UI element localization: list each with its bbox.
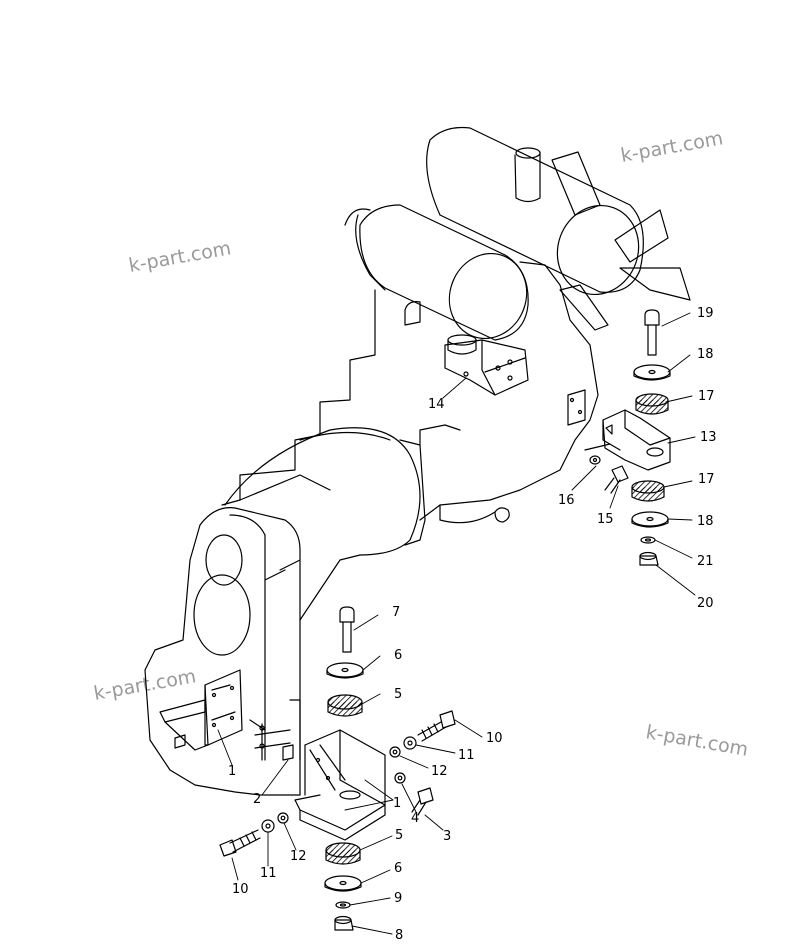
rubber-mount-17-lower	[631, 480, 665, 502]
callout-7: 7	[392, 605, 400, 620]
washer-16	[589, 455, 601, 465]
pin-2	[282, 744, 294, 761]
callout-4: 4	[411, 811, 419, 826]
callout-18-lower: 18	[697, 514, 714, 529]
callout-21: 21	[697, 554, 714, 569]
bolt-19	[644, 309, 660, 356]
callout-6-lower: 6	[394, 861, 402, 876]
rubber-mount-17-upper	[635, 393, 669, 415]
callout-labels: 19 18 17 13 17 18 21 20 16 15 14 7 6 5 1…	[228, 306, 717, 943]
callout-8: 8	[395, 928, 403, 943]
callout-17-lower: 17	[698, 472, 715, 487]
washer-12-left	[277, 812, 289, 824]
bolt-3	[411, 787, 434, 816]
callout-5-lower: 5	[395, 828, 403, 843]
callout-11-right: 11	[458, 748, 475, 763]
washer-6-lower	[324, 875, 362, 892]
bolt-15	[604, 465, 629, 494]
watermark-left: k-part.com	[127, 237, 233, 277]
rear-bracket-14	[444, 334, 529, 396]
washer-11-right	[403, 736, 417, 750]
callout-10-left: 10	[232, 882, 249, 897]
callout-16: 16	[558, 493, 575, 508]
front-bracket-center-1	[294, 729, 386, 841]
muffler	[426, 126, 644, 296]
bolt-10-left	[219, 829, 261, 857]
washer-18-upper	[633, 364, 671, 381]
washer-18-lower	[631, 511, 669, 528]
callout-3: 3	[443, 829, 451, 844]
leader-lines	[217, 312, 696, 935]
callout-15: 15	[597, 512, 614, 527]
rubber-mount-5-upper	[327, 694, 363, 717]
callout-1-center: 1	[393, 796, 401, 811]
callout-13: 13	[700, 430, 717, 445]
washer-6-upper	[326, 662, 364, 679]
callout-11-left: 11	[260, 866, 277, 881]
callout-9: 9	[394, 891, 402, 906]
washer-12-right	[389, 746, 401, 758]
front-bracket-left-1	[159, 669, 243, 751]
flywheel-housing	[224, 427, 421, 556]
watermark-lower-right: k-part.com	[644, 721, 750, 761]
callout-1-left: 1	[228, 764, 236, 779]
transmission-case	[144, 507, 361, 796]
watermark-top-right: k-part.com	[619, 127, 725, 167]
callout-19: 19	[697, 306, 714, 321]
callout-20: 20	[697, 596, 714, 611]
callout-17-upper: 17	[698, 389, 715, 404]
callout-12-left: 12	[290, 849, 307, 864]
callout-5-upper: 5	[394, 687, 402, 702]
washer-9	[335, 901, 351, 909]
callout-18-upper: 18	[697, 347, 714, 362]
bracket-13	[584, 409, 671, 471]
callout-14: 14	[428, 397, 445, 412]
nut-8	[334, 915, 354, 931]
bolt-7	[339, 606, 355, 653]
engine-block	[221, 261, 599, 546]
callout-10-right: 10	[486, 731, 503, 746]
callout-2: 2	[253, 792, 261, 807]
washer-11-left	[261, 819, 275, 833]
washer-21	[640, 536, 656, 544]
rubber-mount-5-lower	[325, 842, 361, 865]
callout-6-upper: 6	[394, 648, 402, 663]
air-cleaner	[344, 204, 529, 341]
washer-4	[394, 772, 406, 784]
nut-20	[639, 551, 659, 566]
callout-12-right: 12	[431, 764, 448, 779]
fan-blades	[551, 151, 691, 331]
bolt-10-right	[417, 710, 456, 742]
